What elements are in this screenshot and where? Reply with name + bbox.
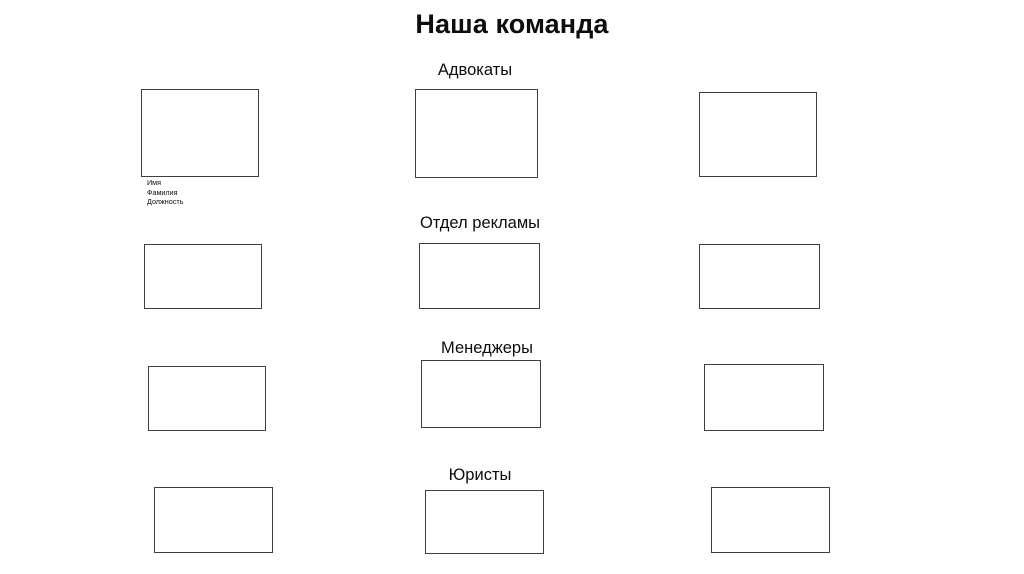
photo-placeholder[interactable] bbox=[415, 89, 538, 178]
photo-placeholder[interactable] bbox=[144, 244, 262, 309]
photo-placeholder[interactable] bbox=[711, 487, 830, 553]
section-heading-advertising: Отдел рекламы bbox=[419, 214, 541, 232]
photo-placeholder[interactable] bbox=[699, 244, 820, 309]
page-title: Наша команда bbox=[415, 9, 609, 39]
photo-placeholder[interactable] bbox=[704, 364, 824, 431]
photo-placeholder[interactable] bbox=[154, 487, 273, 553]
caption-first-name: Имя bbox=[147, 178, 161, 187]
photo-placeholder[interactable] bbox=[141, 89, 259, 177]
photo-placeholder[interactable] bbox=[421, 360, 541, 428]
caption-last-name: Фамилия bbox=[147, 187, 178, 197]
section-heading-managers: Менеджеры bbox=[441, 339, 533, 357]
section-heading-lawyers: Юристы bbox=[448, 466, 512, 484]
section-heading-advocates: Адвокаты bbox=[437, 61, 513, 79]
photo-placeholder[interactable] bbox=[148, 366, 266, 431]
photo-placeholder[interactable] bbox=[419, 243, 540, 309]
photo-placeholder[interactable] bbox=[425, 490, 544, 554]
photo-placeholder[interactable] bbox=[699, 92, 817, 177]
caption-position: Должность bbox=[147, 197, 184, 206]
person-caption: Имя Фамилия Должность bbox=[147, 178, 307, 207]
